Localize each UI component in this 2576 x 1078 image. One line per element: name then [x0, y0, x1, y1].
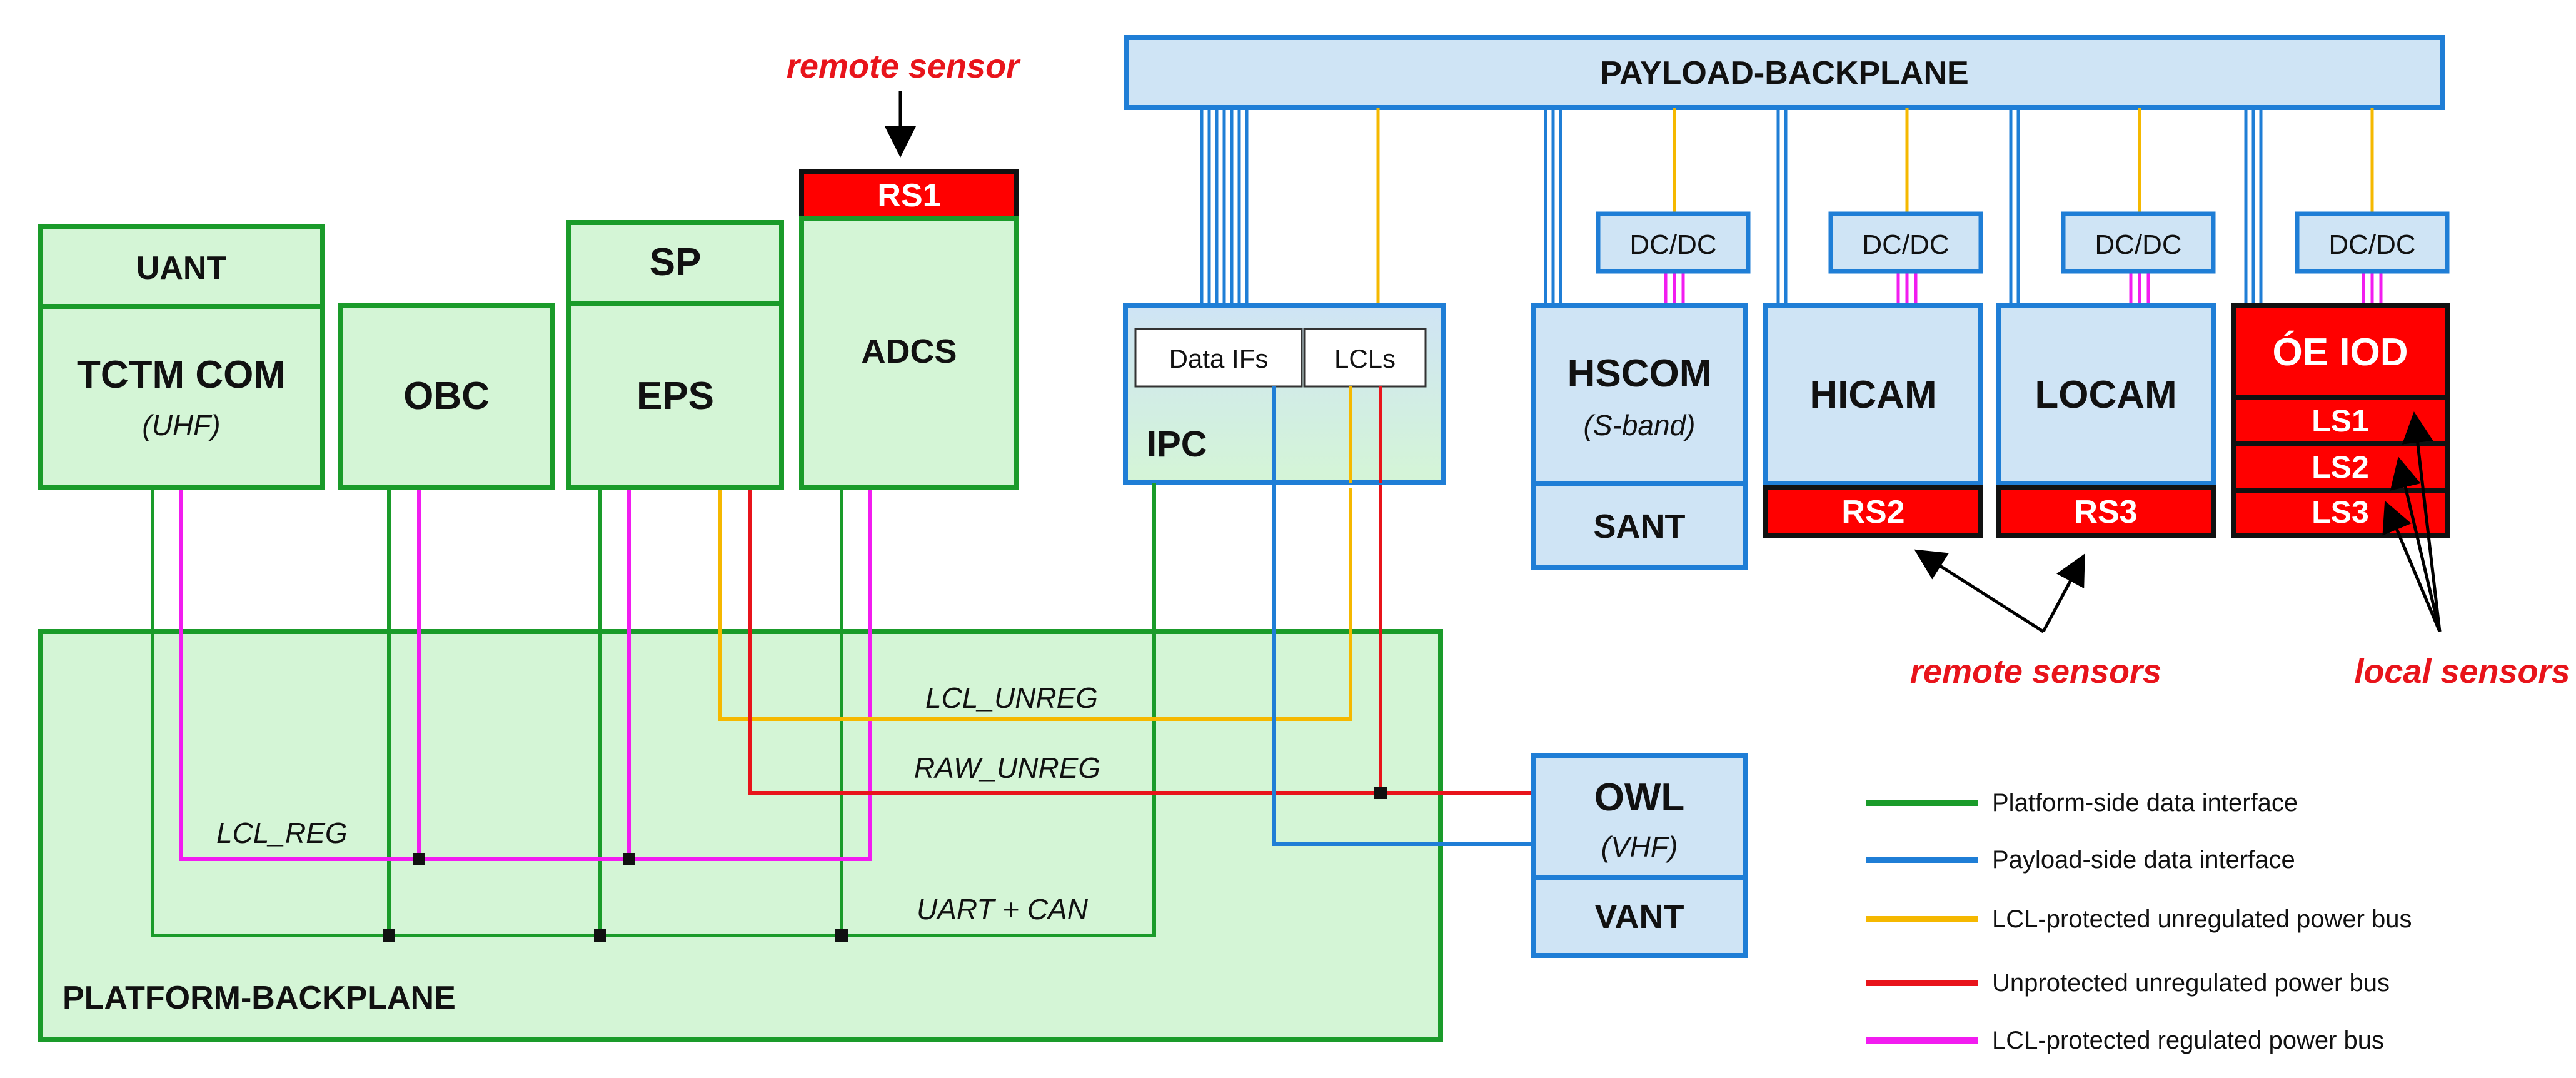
eps-module: SP EPS [566, 220, 784, 490]
hscom-dcdc-box [1596, 211, 1751, 274]
remote-sensor-annotation: remote sensor [787, 48, 1021, 85]
adcs-box [799, 216, 1019, 490]
legend-item: Payload-side data interface [1866, 846, 2295, 874]
hicam-box [1763, 303, 1983, 486]
ipc-label: IPC [1147, 424, 1207, 465]
rs3-box [1996, 485, 2216, 538]
obc-module: OBC [338, 303, 555, 490]
legend-item: LCL-protected regulated power bus [1866, 1027, 2384, 1054]
hicam-label: HICAM [1809, 373, 1936, 416]
vant-box [1531, 875, 1748, 958]
hscom-dcdc-label: DC/DC [1629, 229, 1716, 260]
vant-label: VANT [1595, 898, 1684, 935]
tctm-com-box [38, 304, 325, 490]
oe-iod-dcdc-label: DC/DC [2328, 229, 2415, 260]
rs3-label: RS3 [2074, 494, 2137, 530]
owl-payload-data-line [1272, 385, 1533, 846]
rs2-arrow [1914, 549, 2045, 633]
platform-wiring [151, 385, 1533, 937]
uart-can-label: UART + CAN [917, 893, 1089, 925]
remote-sensors-annotation: remote sensors [1910, 653, 2161, 690]
owl-sub: (VHF) [1601, 830, 1678, 863]
locam-label: LOCAM [2035, 373, 2176, 416]
lcl-reg-label: LCL_REG [216, 817, 348, 849]
tctm-com-sub: (UHF) [142, 409, 220, 441]
legend-label: Payload-side data interface [1992, 846, 2295, 874]
uant-box [38, 224, 325, 309]
ls3-label: LS3 [2312, 495, 2369, 530]
adcs-label: ADCS [861, 333, 957, 370]
ipc-internal-wires [1152, 386, 1382, 488]
legend-label: LCL-protected regulated power bus [1992, 1027, 2384, 1054]
ls1-arrow [2402, 411, 2442, 632]
rs2-label: RS2 [1841, 494, 1904, 530]
obc-label: OBC [403, 375, 490, 418]
sp-label: SP [650, 241, 702, 284]
annotations: remote sensor remote sensors local senso… [787, 48, 2570, 690]
oe-iod-label: ÓE IOD [2272, 331, 2408, 374]
lcl-reg-bus [179, 488, 872, 861]
ls1-label: LS1 [2312, 403, 2369, 438]
ipc-lcls-box [1303, 328, 1427, 388]
ls2-label: LS2 [2312, 450, 2369, 485]
locam-box [1996, 303, 2216, 486]
uant-label: UANT [136, 250, 227, 286]
owl-label: OWL [1594, 776, 1685, 819]
hicam-module: HICAM RS2 [1763, 303, 1983, 538]
hscom-label: HSCOM [1567, 352, 1712, 395]
legend-item: Unprotected unregulated power bus [1866, 969, 2390, 997]
legend: Platform-side data interface Payload-sid… [1866, 789, 2412, 1054]
payload-wiring [1200, 108, 2383, 335]
owl-module: OWL (VHF) VANT [1531, 753, 1748, 958]
tctm-com-label: TCTM COM [77, 353, 286, 396]
hicam-dcdc-box [1828, 211, 1983, 274]
dcdc-converters: DC/DC DC/DC DC/DC DC/DC [1596, 211, 2450, 274]
adcs-module: RS1 ADCS [799, 169, 1019, 490]
locam-dcdc-label: DC/DC [2095, 229, 2181, 260]
hicam-dcdc-label: DC/DC [1862, 229, 1949, 260]
ls2-arrow [2390, 456, 2442, 632]
platform-backplane-label: PLATFORM-BACKPLANE [63, 980, 456, 1016]
sp-box [566, 220, 784, 306]
lcl-unreg-bus [718, 488, 1352, 721]
lcl-unreg-label: LCL_UNREG [925, 682, 1098, 714]
legend-label: Unprotected unregulated power bus [1992, 969, 2390, 997]
oe-iod-dcdc-box [2295, 211, 2450, 274]
payload-backplane: PAYLOAD-BACKPLANE [1124, 35, 2445, 110]
ipc-data-ifs-label: Data IFs [1169, 344, 1269, 373]
eps-box [566, 301, 784, 490]
rs3-arrow [2041, 553, 2085, 633]
legend-label: LCL-protected unregulated power bus [1992, 905, 2412, 933]
locam-module: LOCAM RS3 [1996, 303, 2216, 538]
payload-backplane-label: PAYLOAD-BACKPLANE [1600, 55, 1968, 91]
legend-item: LCL-protected unregulated power bus [1866, 905, 2412, 933]
platform-backplane: PLATFORM-BACKPLANE [38, 629, 1443, 1042]
sant-label: SANT [1594, 508, 1686, 545]
local-sensors-annotation: local sensors [2354, 653, 2570, 690]
rs1-label: RS1 [877, 178, 940, 214]
raw-unreg-bus [748, 488, 1533, 795]
uart-can-bus [151, 488, 1156, 937]
tctm-com-module: UANT TCTM COM (UHF) [38, 224, 325, 490]
legend-label: Platform-side data interface [1992, 789, 2298, 817]
hscom-box [1531, 303, 1748, 486]
bus-junctions [383, 787, 1387, 942]
hscom-module: HSCOM (S-band) SANT [1531, 303, 1748, 570]
ipc-module: Data IFs LCLs IPC [1123, 303, 1446, 485]
ipc-lcls-label: LCLs [1334, 344, 1396, 373]
eps-label: EPS [636, 375, 714, 418]
rs2-box [1763, 485, 1983, 538]
sant-box [1531, 481, 1748, 570]
ls3-arrow [2382, 500, 2442, 632]
hscom-sub: (S-band) [1584, 409, 1696, 441]
ipc-data-ifs-box [1134, 328, 1303, 388]
legend-item: Platform-side data interface [1866, 789, 2298, 817]
locam-dcdc-box [2061, 211, 2216, 274]
raw-unreg-label: RAW_UNREG [914, 752, 1100, 784]
